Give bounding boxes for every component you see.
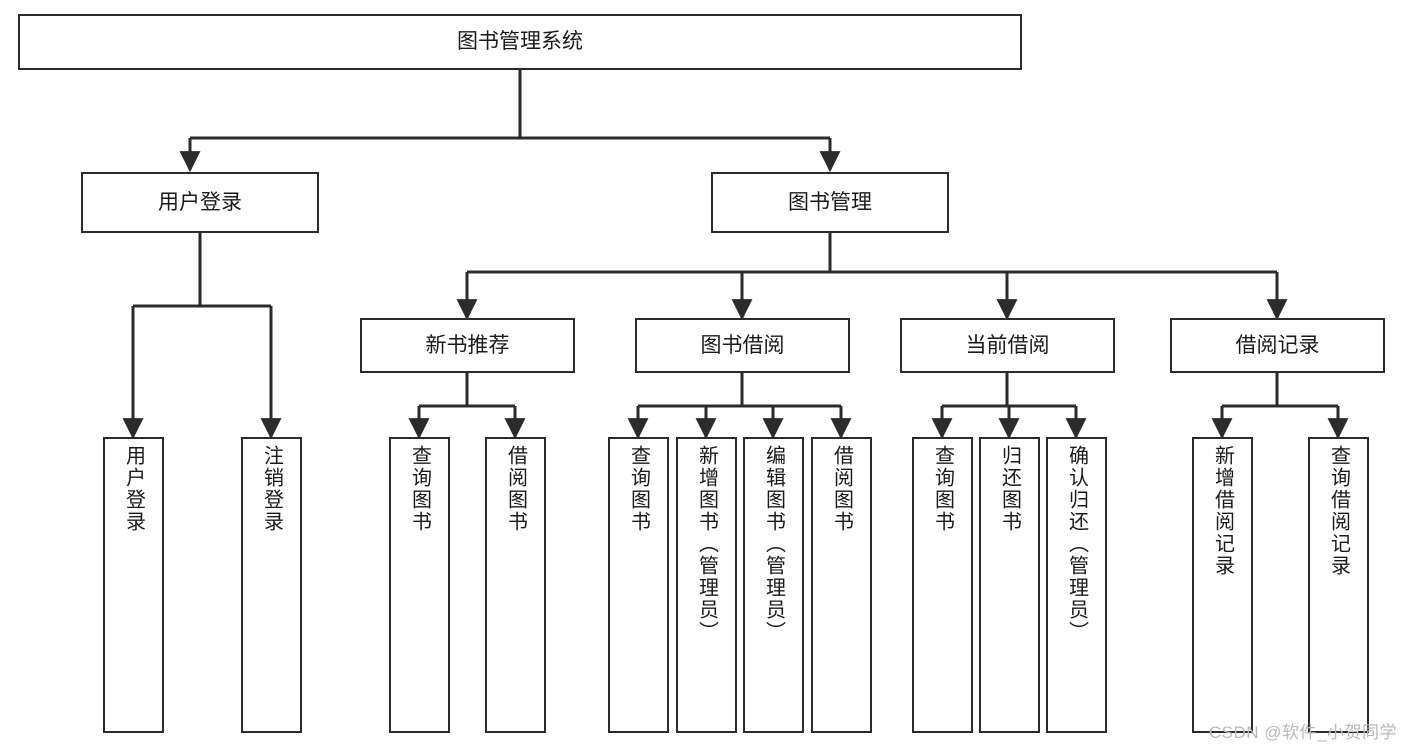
node-leaf-borrow-book-1[interactable]: 借阅图书: [485, 437, 546, 733]
node-user-login-label: 用户登录: [158, 190, 242, 214]
node-leaf-query-book-1-label: 查询图书: [408, 445, 431, 533]
node-leaf-add-borrow-record[interactable]: 新增借阅记录: [1192, 437, 1253, 733]
node-leaf-borrow-book-2-label: 借阅图书: [830, 445, 853, 533]
node-leaf-return-book[interactable]: 归还图书: [979, 437, 1040, 733]
node-leaf-return-book-label: 归还图书: [998, 445, 1021, 533]
node-current-borrow-label: 当前借阅: [965, 333, 1050, 357]
node-root[interactable]: 图书管理系统: [18, 14, 1022, 70]
node-leaf-borrow-book-2[interactable]: 借阅图书: [811, 437, 872, 733]
node-leaf-add-book-admin[interactable]: 新增图书（管理员）: [676, 437, 737, 733]
node-leaf-logout-login-label: 注销登录: [260, 445, 283, 533]
node-leaf-query-borrow-record-label: 查询借阅记录: [1327, 445, 1350, 577]
node-book-manage-label: 图书管理: [788, 190, 872, 214]
node-leaf-add-borrow-record-label: 新增借阅记录: [1211, 445, 1234, 577]
node-borrow-record[interactable]: 借阅记录: [1170, 318, 1385, 373]
node-new-book-recommend[interactable]: 新书推荐: [360, 318, 575, 373]
node-leaf-add-book-admin-label: 新增图书（管理员）: [695, 445, 718, 643]
node-leaf-borrow-book-1-label: 借阅图书: [504, 445, 527, 533]
node-new-book-recommend-label: 新书推荐: [425, 333, 510, 357]
node-user-login[interactable]: 用户登录: [81, 172, 319, 233]
node-leaf-query-book-1[interactable]: 查询图书: [389, 437, 450, 733]
node-leaf-user-login[interactable]: 用户登录: [103, 437, 164, 733]
node-leaf-logout-login[interactable]: 注销登录: [241, 437, 302, 733]
node-current-borrow[interactable]: 当前借阅: [900, 318, 1115, 373]
node-book-borrow[interactable]: 图书借阅: [635, 318, 850, 373]
node-book-manage[interactable]: 图书管理: [711, 172, 949, 233]
node-book-borrow-label: 图书借阅: [700, 333, 785, 357]
node-leaf-confirm-return-admin[interactable]: 确认归还（管理员）: [1046, 437, 1107, 733]
node-leaf-query-book-3-label: 查询图书: [931, 445, 954, 533]
node-leaf-confirm-return-admin-label: 确认归还（管理员）: [1065, 445, 1088, 643]
node-borrow-record-label: 借阅记录: [1235, 333, 1320, 357]
node-leaf-user-login-label: 用户登录: [122, 445, 145, 533]
watermark: CSDN @软件_小贺同学: [1208, 723, 1397, 742]
node-leaf-edit-book-admin-label: 编辑图书（管理员）: [762, 445, 785, 643]
node-leaf-query-book-2-label: 查询图书: [627, 445, 650, 533]
node-leaf-query-book-3[interactable]: 查询图书: [912, 437, 973, 733]
node-leaf-query-book-2[interactable]: 查询图书: [608, 437, 669, 733]
node-root-label: 图书管理系统: [457, 30, 583, 54]
node-leaf-edit-book-admin[interactable]: 编辑图书（管理员）: [743, 437, 804, 733]
node-leaf-query-borrow-record[interactable]: 查询借阅记录: [1308, 437, 1369, 733]
